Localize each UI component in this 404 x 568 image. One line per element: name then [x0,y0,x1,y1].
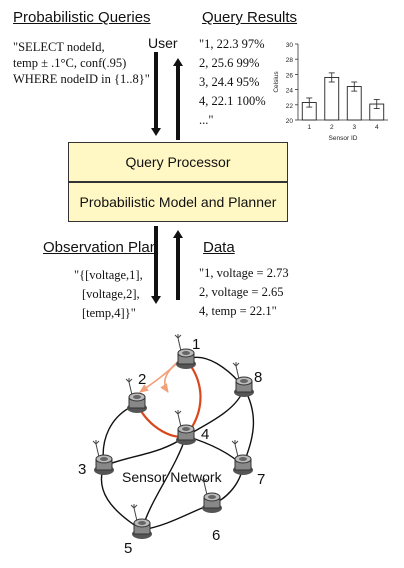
x-tick-label: 2 [330,124,334,131]
sensor-mote-5 [130,503,153,540]
sensor-mote-4 [174,409,197,446]
model-planner-label: Probabilistic Model and Planner [79,194,277,210]
query-processor-label: Query Processor [125,154,231,170]
data-line: 4, temp = 22.1" [199,304,277,318]
node-label-2: 2 [138,371,146,388]
y-tick-label: 26 [286,72,294,79]
user-label: User [148,35,178,51]
node-label-4: 4 [201,426,209,443]
model-planner-box: Probabilistic Model and Planner [68,182,288,222]
node-label-3: 3 [78,461,86,478]
query-line: temp ± .1°C, conf(.95) [13,56,127,70]
results-text: "1, 22.3 97% 2, 25.6 99% 3, 24.4 95% 4, … [199,35,266,130]
node-label-5: 5 [124,540,132,557]
query-processor-box: Query Processor [68,142,288,182]
data-line: "1, voltage = 2.73 [199,266,289,280]
data-heading: Data [203,239,235,256]
route-path [185,359,202,437]
result-line: ..." [199,113,214,127]
data-line: 2, voltage = 2.65 [199,285,284,299]
result-line: 3, 24.4 95% [199,75,260,89]
observation-plan-text: "{[voltage,1], [voltage,2], [temp,4]}" [74,266,156,323]
node-label-6: 6 [212,527,220,544]
sensor-mote-8 [232,361,255,398]
x-tick-label: 4 [375,124,379,131]
plan-line: "{[voltage,1], [74,268,143,282]
network-links [100,356,255,531]
plan-line: [voltage,2], [82,287,140,301]
result-line: 4, 22.1 100% [199,94,266,108]
node-label-8: 8 [254,369,262,386]
queries-text: "SELECT nodeId, temp ± .1°C, conf(.95) W… [13,39,150,87]
result-line: "1, 22.3 97% [199,37,265,51]
x-axis-label: Sensor ID [329,135,358,142]
x-tick-label: 3 [352,124,356,131]
query-line: "SELECT nodeId, [13,40,105,54]
result-line: 2, 25.6 99% [199,56,260,70]
y-tick-label: 30 [286,42,294,49]
y-tick-label: 22 [286,103,294,110]
observation-plan-heading: Observation Plan [43,239,159,256]
data-text: "1, voltage = 2.73 2, voltage = 2.65 4, … [199,264,289,321]
plan-line: [temp,4]}" [82,306,136,320]
y-tick-label: 20 [286,118,294,125]
x-tick-label: 1 [307,124,311,131]
sensor-network-label: Sensor Network [122,469,223,485]
node-label-1: 1 [192,336,200,353]
y-tick-label: 28 [286,57,294,64]
results-heading: Query Results [202,9,298,26]
route-arrow [139,361,179,393]
node-label-7: 7 [257,471,265,488]
query-line: WHERE nodeID in {1..8}" [13,72,150,86]
queries-heading: Probabilistic Queries [13,9,151,26]
y-axis-label: Celsius [273,71,280,93]
y-tick-label: 24 [286,88,294,95]
